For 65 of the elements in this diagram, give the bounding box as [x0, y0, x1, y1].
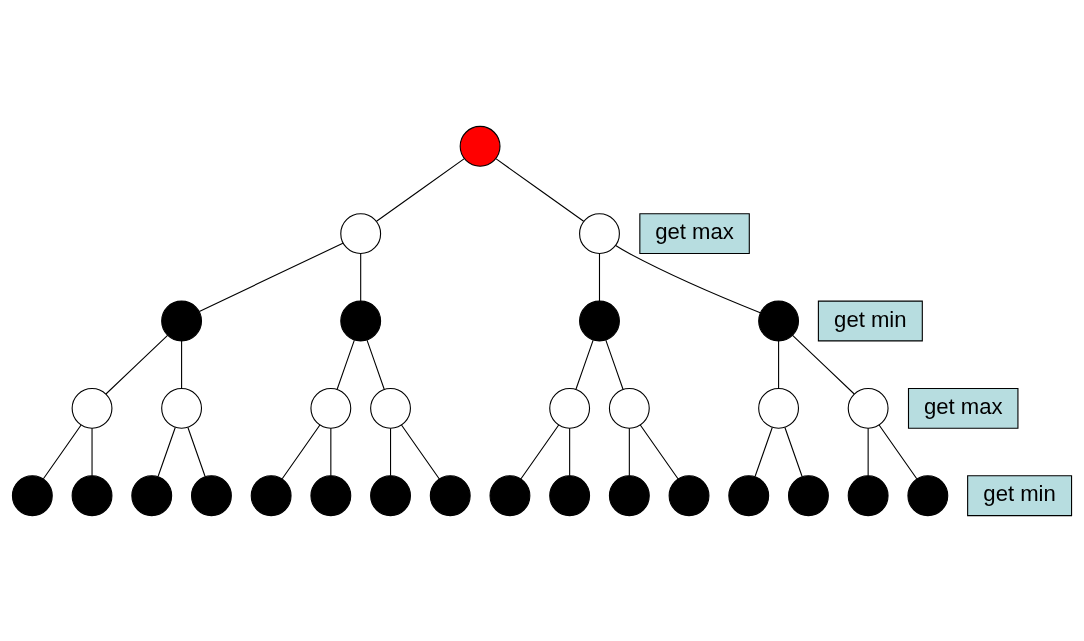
node-box: get max: [639, 212, 750, 254]
connector: [569, 427, 571, 476]
connector: [42, 424, 82, 479]
connector: [792, 334, 855, 395]
node-circle: [847, 474, 889, 516]
node-circle: [340, 300, 382, 341]
node-circle: [161, 300, 203, 341]
node-circle: [549, 474, 591, 516]
node-circle: [310, 474, 352, 516]
connector: [366, 339, 385, 390]
connector: [198, 242, 344, 312]
connector: [628, 427, 630, 476]
node-circle: [370, 387, 411, 429]
connector: [157, 426, 176, 477]
connector: [639, 424, 679, 479]
node-circle: [608, 474, 650, 516]
connector: [281, 424, 321, 479]
connector: [181, 339, 183, 389]
node-box: get min: [817, 300, 923, 341]
connector: [91, 427, 93, 476]
connector: [375, 157, 465, 222]
node-circle: [310, 387, 352, 429]
node-circle: [907, 474, 949, 516]
connector: [778, 339, 780, 389]
node-circle: [728, 474, 770, 516]
connector: [615, 244, 761, 313]
node-circle: [11, 474, 53, 516]
connector: [520, 424, 560, 479]
node-circle: [579, 212, 620, 254]
connector: [867, 427, 869, 476]
connector: [784, 426, 803, 477]
node-circle: [579, 300, 620, 341]
connector: [360, 252, 362, 302]
connector: [330, 427, 332, 476]
node-circle: [847, 387, 889, 429]
node-circle: [758, 387, 800, 429]
node-circle: [788, 474, 829, 516]
node-circle: [608, 387, 650, 429]
node-circle: [489, 474, 531, 516]
connector: [605, 339, 624, 390]
node-circle: [429, 474, 471, 516]
connector: [754, 426, 773, 477]
connector: [187, 426, 206, 477]
node-circle: [370, 474, 411, 516]
connector: [598, 252, 601, 302]
node-box: get max: [907, 387, 1019, 429]
node-box: get min: [967, 474, 1073, 516]
node-circle: [459, 125, 501, 167]
node-circle: [668, 474, 710, 516]
node-circle: [131, 474, 173, 516]
node-circle: [758, 300, 800, 341]
node-circle: [250, 474, 292, 516]
node-circle: [71, 474, 113, 516]
connector: [390, 427, 392, 476]
connector: [878, 424, 918, 479]
node-circle: [340, 212, 382, 254]
node-circle: [191, 474, 232, 516]
connector: [400, 424, 440, 479]
node-circle: [161, 387, 203, 429]
node-circle: [549, 387, 591, 429]
connector: [336, 339, 355, 390]
connector: [575, 339, 594, 390]
connector: [105, 334, 169, 395]
connector: [495, 157, 585, 222]
node-circle: [71, 387, 113, 429]
